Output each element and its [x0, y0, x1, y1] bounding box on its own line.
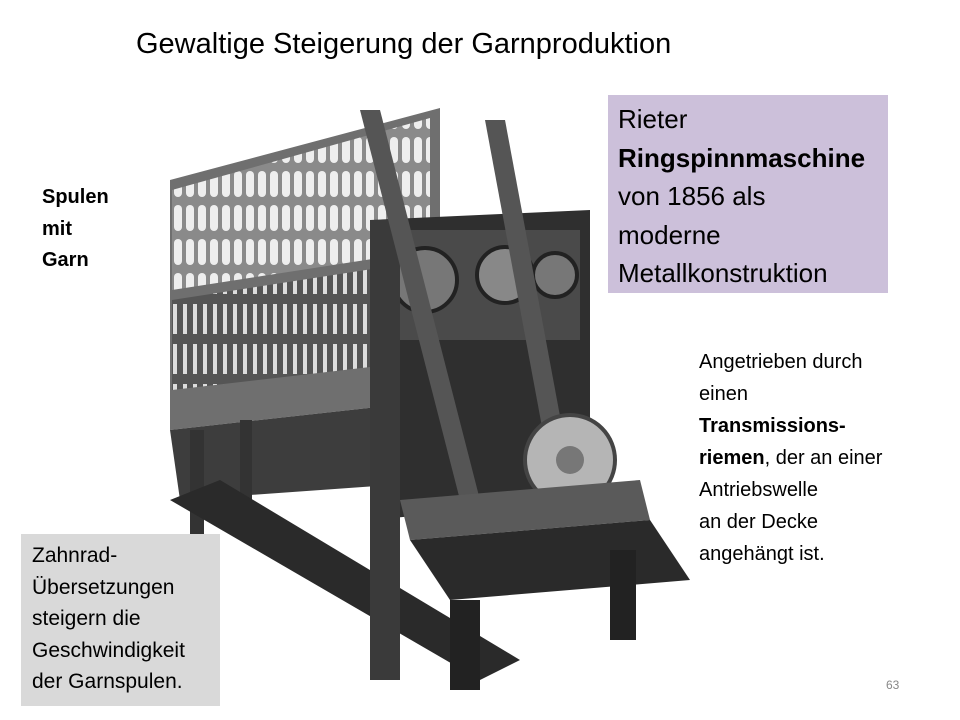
- purple-line-4: moderne: [618, 219, 721, 250]
- drive-line-4-rest: , der an einer: [764, 447, 883, 469]
- machine-description-box: Rieter Ringspinnmaschine von 1856 als mo…: [608, 95, 888, 293]
- purple-line-3: von 1856 als: [618, 181, 766, 211]
- page-number: 63: [886, 678, 900, 692]
- gray-line: Zahnrad-: [32, 544, 118, 567]
- drive-line-6: an der Decke: [699, 511, 818, 533]
- purple-line-1: Rieter: [618, 104, 688, 134]
- drive-line-2: einen: [699, 383, 748, 405]
- spools-label-line: Garn: [42, 249, 89, 271]
- spools-label-line: mit: [42, 217, 72, 240]
- drive-line-7: angehängt ist.: [699, 543, 825, 565]
- gray-line: Übersetzungen: [32, 575, 175, 599]
- drive-line-3: Transmissions-: [699, 415, 846, 437]
- drive-description: Angetrieben durch einen Transmissions- r…: [699, 346, 882, 570]
- purple-line-2: Ringspinnmaschine: [618, 142, 866, 173]
- gray-line: Geschwindigkeit: [32, 638, 185, 662]
- drive-line-4: riemen, der an einer: [699, 442, 882, 474]
- gray-line: der Garnspulen.: [32, 670, 183, 693]
- drive-line-4-bold: riemen: [699, 447, 765, 469]
- spools-label: Spulen mit Garn: [42, 182, 109, 277]
- drive-line-5: Antriebswelle: [699, 479, 818, 501]
- gray-line: steigern die: [32, 607, 141, 630]
- drive-line-1: Angetrieben durch: [699, 351, 863, 373]
- spools-label-line: Spulen: [42, 186, 109, 208]
- ring-spinning-machine-photo: [170, 108, 690, 690]
- slide-title: Gewaltige Steigerung der Garnproduktion: [136, 28, 672, 60]
- purple-line-5: Metallkonstruktion: [618, 258, 828, 288]
- gear-transmission-box: Zahnrad- Übersetzungen steigern die Gesc…: [21, 534, 220, 706]
